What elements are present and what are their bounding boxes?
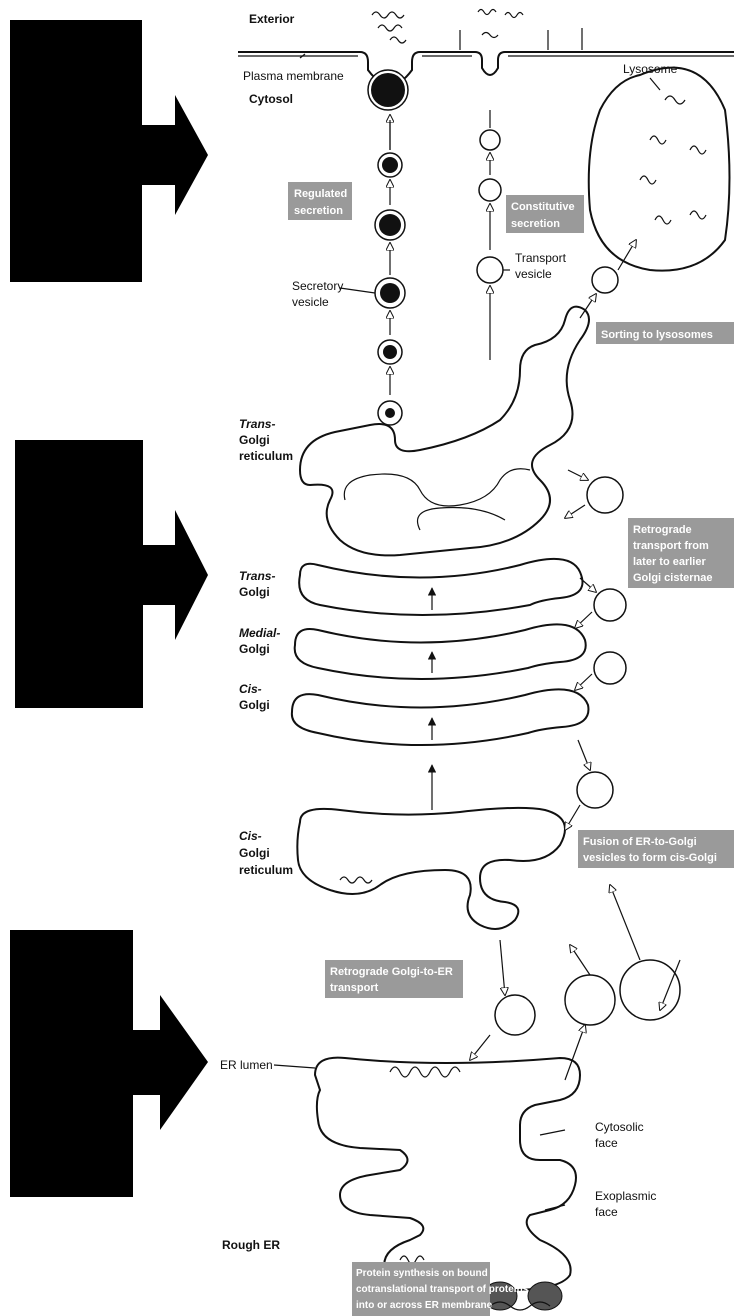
label-secretory-2: vesicle (292, 295, 329, 309)
retro-golgi-text-4: Golgi cisternae (633, 572, 712, 584)
retro-er-text-1: Retrograde Golgi-to-ER (330, 966, 453, 978)
retro-golgi-text-2: transport from (633, 540, 709, 552)
retro-er-text-2: transport (330, 982, 379, 994)
regulated-text-1: Regulated (294, 188, 347, 200)
sorting-text: Sorting to lysosomes (601, 329, 713, 341)
rough-er (315, 1058, 580, 1290)
label-rough-er: Rough ER (222, 1238, 280, 1252)
synthesis-text-2: cotranslational transport of proteins (356, 1284, 529, 1295)
label-plasma-membrane: Plasma membrane (243, 69, 344, 83)
label-transport-1: Transport (515, 251, 567, 265)
label-medial-golgi-1: Medial- (239, 626, 280, 640)
label-cis-golgi-1: Cis- (239, 682, 262, 696)
label-cytosolic-2: face (595, 1136, 618, 1150)
retro-golgi-text-3: later to earlier (633, 556, 706, 568)
constitutive-text-2: secretion (511, 218, 560, 230)
label-exterior: Exterior (249, 12, 295, 26)
label-trans-golgi-2: Golgi (239, 585, 270, 599)
cis-golgi-reticulum (297, 808, 565, 929)
label-exoplasmic-1: Exoplasmic (595, 1189, 656, 1203)
label-cgr-3: reticulum (239, 863, 293, 877)
trans-golgi-cisterna (299, 559, 582, 615)
label-transport-2: vesicle (515, 267, 552, 281)
label-exoplasmic-2: face (595, 1205, 618, 1219)
label-er-lumen: ER lumen (220, 1058, 273, 1072)
synthesis-text-3: into or across ER membrane (356, 1300, 493, 1311)
right-arrow-marker-bottom (10, 930, 208, 1197)
lysosome (589, 68, 730, 271)
medial-golgi-cisterna (295, 624, 586, 679)
label-cgr-1: Cis- (239, 829, 262, 843)
label-cis-golgi-2: Golgi (239, 698, 270, 712)
regulated-secretion-pathway (368, 70, 408, 425)
label-medial-golgi-2: Golgi (239, 642, 270, 656)
label-tgr-1: Trans- (239, 417, 275, 431)
label-secretory-1: Secretory (292, 279, 343, 293)
trans-golgi-reticulum (300, 307, 589, 556)
synthesis-text-1: Protein synthesis on bound ribosomes; (356, 1268, 544, 1279)
label-cgr-2: Golgi (239, 846, 270, 860)
right-arrow-marker-top (10, 20, 208, 282)
exterior-proteins (372, 10, 582, 51)
cis-golgi-cisterna (292, 689, 589, 745)
label-lysosome: Lysosome (623, 62, 678, 76)
fusion-text-2: vesicles to form cis-Golgi (583, 852, 717, 864)
label-leaders (274, 54, 660, 1210)
label-tgr-2: Golgi (239, 433, 270, 447)
fusion-text-1: Fusion of ER-to-Golgi (583, 836, 697, 848)
label-cytosolic-1: Cytosolic (595, 1120, 644, 1134)
label-trans-golgi-1: Trans- (239, 569, 275, 583)
label-tgr-3: reticulum (239, 449, 293, 463)
regulated-text-2: secretion (294, 205, 343, 217)
label-cytosol: Cytosol (249, 92, 293, 106)
retro-golgi-text-1: Retrograde (633, 524, 692, 536)
constitutive-text-1: Constitutive (511, 201, 575, 213)
right-arrow-marker-middle (15, 440, 208, 708)
